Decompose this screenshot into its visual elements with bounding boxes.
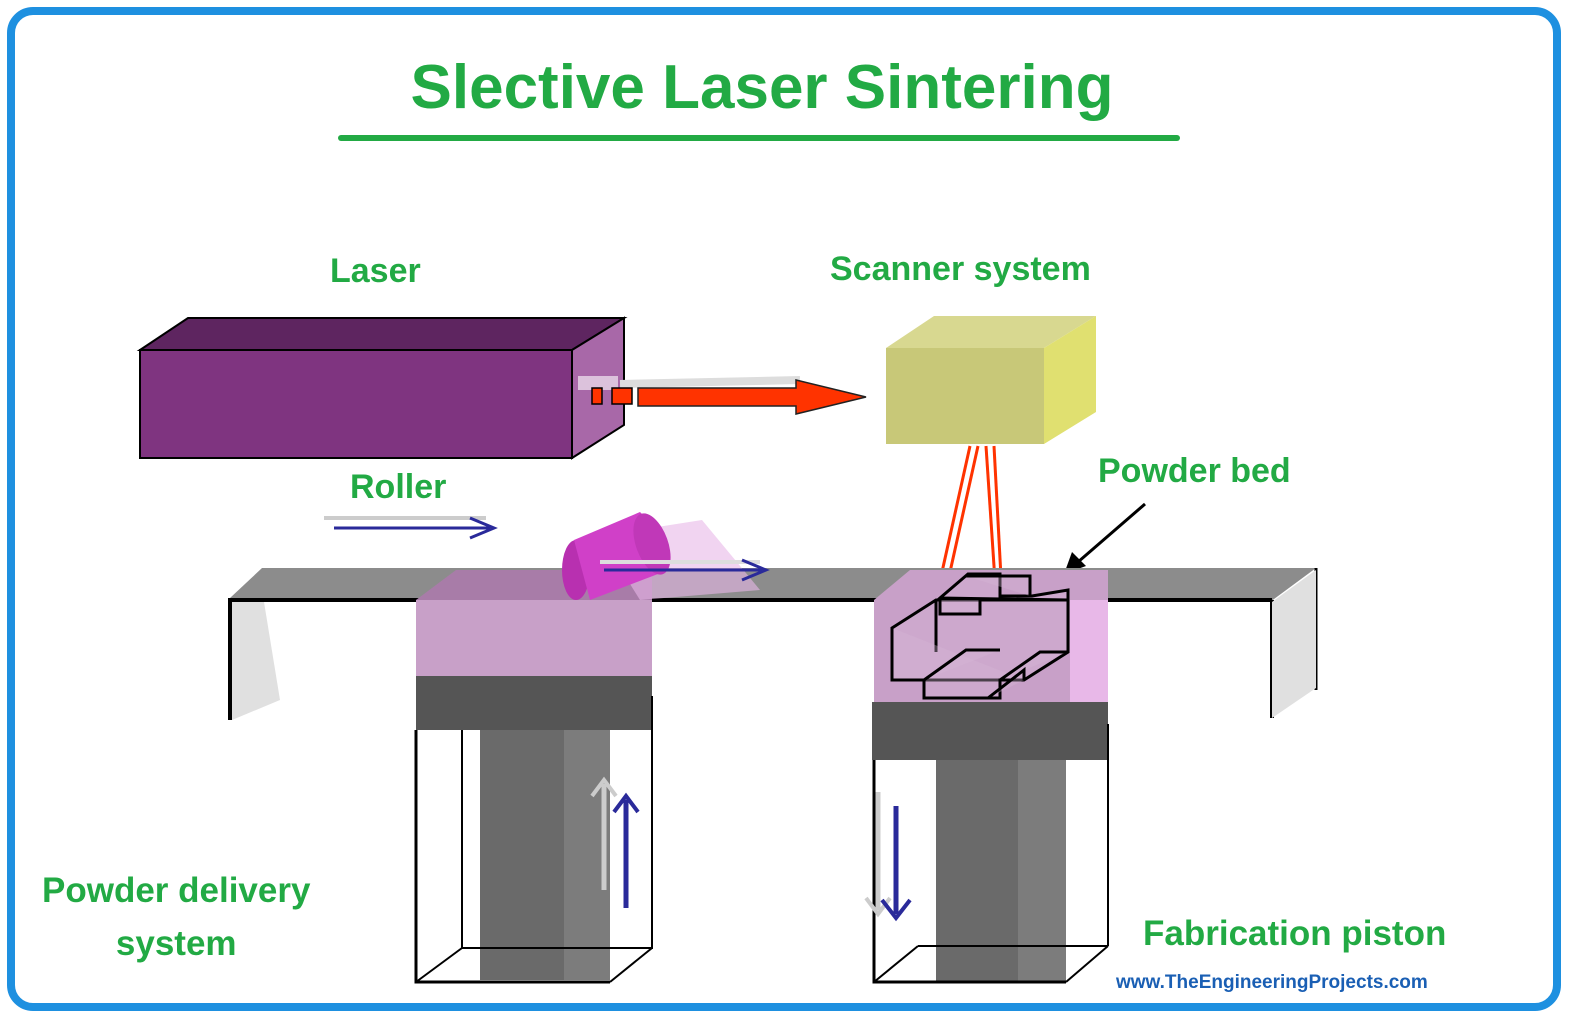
fabrication-piston-label: Fabrication piston xyxy=(1143,914,1447,953)
page-title: Slective Laser Sintering xyxy=(410,53,1114,122)
frame-border xyxy=(7,7,1561,1011)
laser-beam-arrow xyxy=(591,376,867,415)
delivery-chamber xyxy=(414,570,653,984)
scanner-system-label: Scanner system xyxy=(830,250,1091,288)
delivery-up-arrows xyxy=(590,776,640,908)
title-underline xyxy=(338,135,1180,141)
website-link[interactable]: www.TheEngineeringProjects.com xyxy=(1116,972,1428,993)
powder-bed-label: Powder bed xyxy=(1098,452,1291,490)
scanner-box xyxy=(886,316,1096,444)
powder-delivery-system-label: Powder delivery system xyxy=(42,871,311,963)
fabrication-down-arrows xyxy=(864,792,912,922)
laser-label: Laser xyxy=(330,252,421,290)
laser-box xyxy=(136,316,628,460)
roller-direction-arrows xyxy=(324,516,770,582)
roller-label: Roller xyxy=(350,468,447,506)
fabricated-part xyxy=(890,572,1070,700)
